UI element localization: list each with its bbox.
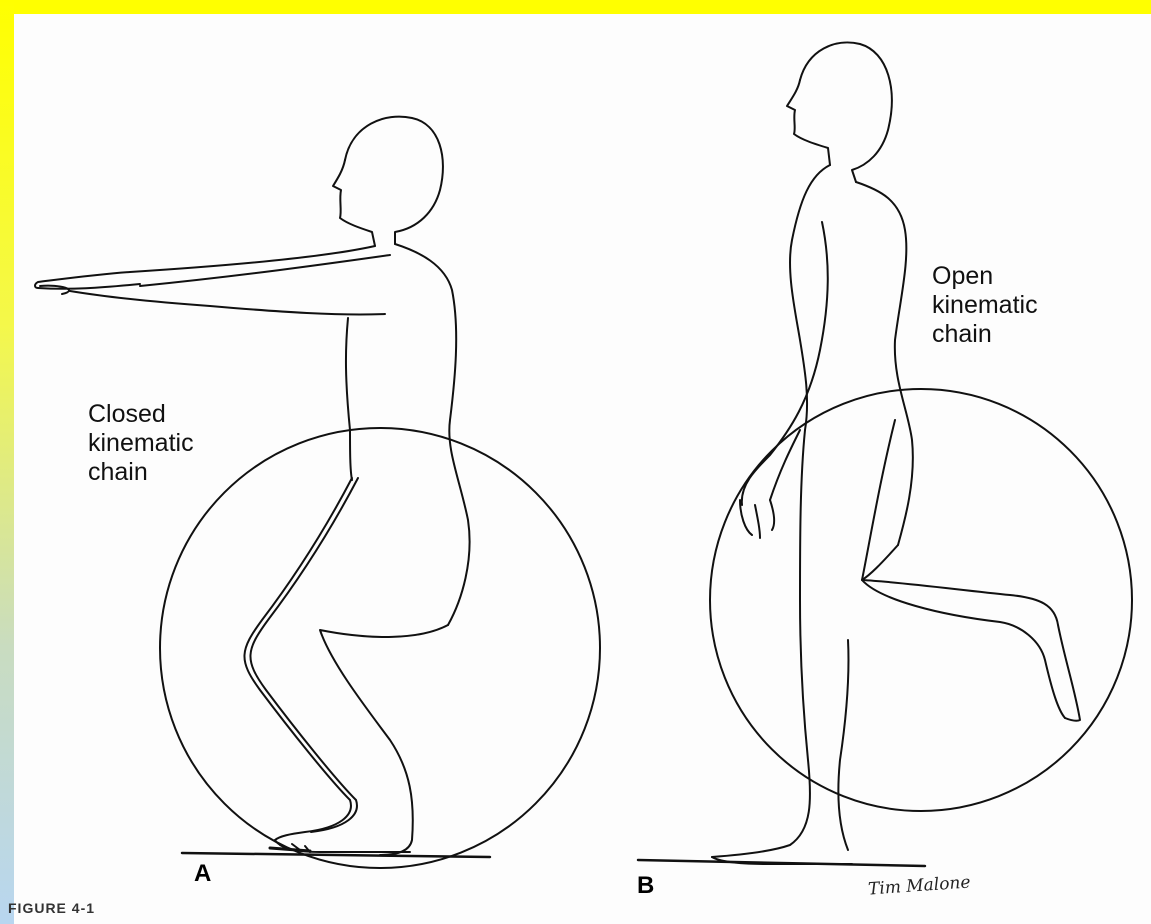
- panel-b-label-line-2: kinematic: [932, 291, 1038, 320]
- panel-a-label-line-1: Closed: [88, 400, 194, 429]
- panel-b-label-line-3: chain: [932, 320, 1038, 349]
- panel-a-label-line-2: kinematic: [88, 429, 194, 458]
- panel-a-label: Closed kinematic chain: [88, 400, 194, 487]
- panel-b-label-line-1: Open: [932, 262, 1038, 291]
- panel-b-label: Open kinematic chain: [932, 262, 1038, 349]
- panel-a-letter: A: [194, 860, 211, 888]
- panel-a-label-line-3: chain: [88, 458, 194, 487]
- panel-b-letter: B: [637, 872, 654, 900]
- standing-figure: [638, 43, 1080, 867]
- closed-chain-circle: [160, 428, 600, 868]
- caption-fragment: FIGURE 4-1: [8, 900, 95, 916]
